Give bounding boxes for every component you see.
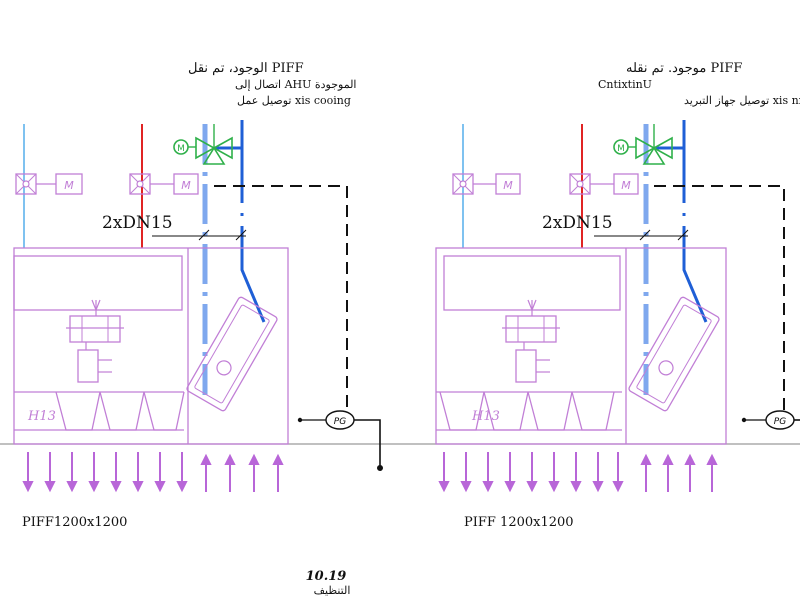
unit-right-motor-2: M <box>613 173 639 195</box>
unit-left-pressure-gauge: PG <box>325 410 355 430</box>
unit-right: PIFF موجود. تم نقله CntixtinU xis nrk تو… <box>435 61 800 530</box>
unit-right-coil <box>628 296 720 412</box>
unit-left: PIFF الوجود، تم نقل الموجودة AHU اتصال إ… <box>13 61 383 530</box>
unit-left-frame <box>13 247 289 445</box>
unit-right-valve-actuator-icon <box>613 139 629 155</box>
footer-caption: التنظيف <box>314 584 351 597</box>
unit-right-filter: H13 <box>436 391 622 431</box>
footer-code: 10.19 <box>306 569 347 584</box>
unit-left-coil <box>186 296 278 412</box>
unit-left-filter: H13 <box>14 391 185 431</box>
unit-right-pressure-gauge-label: PG <box>774 417 786 427</box>
unit-right-pressure-gauge: PG <box>765 410 795 430</box>
unit-right-three-way-valve: M <box>613 124 673 165</box>
unit-right-motor-1: M <box>495 173 521 195</box>
unit-right-return-arrows <box>640 453 718 492</box>
unit-left-pressure-gauge-label: PG <box>334 417 346 427</box>
unit-right-supply-arrows <box>438 452 624 493</box>
unit-left-motor-2-label: M <box>181 179 191 192</box>
svg-text:M: M <box>617 144 625 154</box>
unit-left-note-line-1: PIFF الوجود، تم نقل <box>188 61 304 76</box>
unit-left-valve-actuator-icon <box>173 139 189 155</box>
unit-right-frame <box>435 247 727 445</box>
unit-left-motor-2: M <box>173 173 199 195</box>
unit-right-filter-label: H13 <box>471 409 500 424</box>
svg-text:M: M <box>177 144 185 154</box>
unit-right-damper-2 <box>569 173 591 195</box>
unit-left-note-line-3: xis cooing توصيل عمل <box>237 94 351 107</box>
unit-left-motor-1-label: M <box>64 179 74 192</box>
unit-left-size-label: PIFF1200x1200 <box>22 515 127 530</box>
unit-right-motor-1-label: M <box>503 179 513 192</box>
unit-left-supply-arrows <box>22 452 188 493</box>
unit-left-upper-panel <box>13 255 183 311</box>
unit-right-size-label: PIFF 1200x1200 <box>464 515 574 530</box>
unit-left-damper-2 <box>129 173 151 195</box>
unit-left-filter-label: H13 <box>27 409 56 424</box>
unit-right-note-line-3: xis nrk توصيل جهاز التبريد <box>684 94 800 107</box>
unit-right-fan <box>502 299 560 383</box>
unit-right-motor-2-label: M <box>621 179 631 192</box>
unit-left-note-line-2: الموجودة AHU اتصال إلى <box>235 78 356 91</box>
unit-right-control-line <box>654 185 785 420</box>
unit-left-control-line <box>214 185 348 412</box>
unit-left-damper-1 <box>15 173 37 195</box>
unit-right-pipe-label: 2xDN15 <box>542 213 613 233</box>
unit-left-return-arrows <box>200 453 284 492</box>
unit-left-fan <box>66 299 124 383</box>
unit-left-motor-1: M <box>55 173 83 195</box>
unit-right-note-line-2: CntixtinU <box>598 78 652 91</box>
unit-right-note-line-1: PIFF موجود. تم نقله <box>626 61 742 76</box>
unit-left-three-way-valve: M <box>173 124 233 165</box>
unit-left-pipe-label: 2xDN15 <box>102 213 173 233</box>
